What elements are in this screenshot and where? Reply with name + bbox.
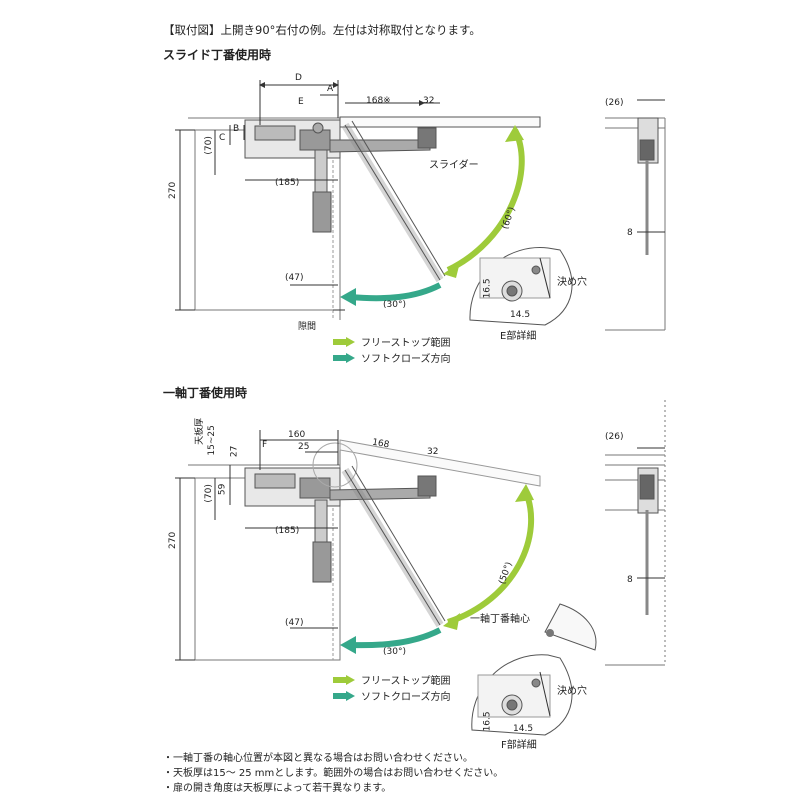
dim-top-range: 15~25 [206, 425, 217, 456]
dim-70-2: (70) [203, 484, 214, 503]
dim-47: (47) [285, 273, 304, 283]
free-stop-arrow-icon [333, 336, 355, 347]
legend-soft-close-label: ソフトクローズ方向 [361, 354, 451, 365]
dim-185-2: (185) [275, 526, 300, 536]
soft-close-arc-1 [349, 282, 442, 302]
axis-label: 一軸丁番軸心 [470, 614, 530, 625]
soft-close-arrow-icon [333, 690, 355, 701]
free-stop-arc-2 [447, 488, 535, 625]
detail-f [471, 654, 573, 736]
dim-168: 168※ [366, 96, 391, 106]
detail-e-caption: E部詳細 [500, 331, 537, 342]
legend-free-stop-label: フリーストップ範囲 [361, 338, 451, 349]
top-board [339, 116, 541, 128]
note-1: ・一軸丁番の軸心位置が本図と異なる場合はお問い合わせください。 [163, 753, 473, 764]
angle-30: (30°) [383, 300, 406, 310]
detail-e-145: 14.5 [510, 310, 531, 320]
dim-59: 59 [217, 483, 228, 496]
note-2: ・天板厚は15～ 25 mmとします。範囲外の場合はお問い合わせください。 [163, 768, 504, 779]
detail-e-hole: 決め穴 [557, 277, 587, 288]
arm [329, 139, 431, 153]
dim-270-2: 270 [168, 531, 179, 549]
dim-185: (185) [275, 178, 300, 188]
section2-title: 一軸丁番使用時 [163, 386, 248, 400]
top-board-2 [339, 439, 541, 487]
gap-label: 隙間 [298, 322, 317, 332]
section1-title: スライド丁番使用時 [163, 48, 272, 62]
angle-30-2: (30°) [383, 647, 406, 657]
detail-e [469, 247, 573, 326]
free-stop-arrow-icon [333, 674, 355, 685]
soft-close-arrow-icon [333, 352, 355, 363]
detail-f-hole: 決め穴 [557, 686, 587, 697]
detail-f-caption: F部詳細 [501, 740, 537, 751]
dim-top-thickness: 天板厚 [195, 417, 206, 445]
note-3: ・扉の開き角度は天板厚によって若干異なります。 [163, 783, 392, 794]
dim-25: 25 [298, 442, 310, 452]
dim-f: F [262, 440, 268, 450]
detail-f-145: 14.5 [513, 724, 534, 734]
dim-32-2: 32 [427, 447, 439, 457]
legend-soft-close-label: ソフトクローズ方向 [361, 692, 451, 703]
dim-26-2: (26) [605, 432, 624, 442]
slider-label: スライダー [429, 160, 479, 171]
dim-70: (70) [203, 136, 214, 155]
dim-47-2: (47) [285, 618, 304, 628]
dim-e: E [298, 97, 304, 107]
dim-8-2: 8 [627, 575, 633, 585]
dim-c: C [219, 133, 226, 143]
section1-drawing [175, 80, 666, 331]
detail-e-165: 16.5 [482, 278, 493, 299]
free-stop-arc-1 [446, 128, 525, 273]
section2-drawing [175, 400, 666, 666]
header-text: 【取付図】上開き90°右付の例。左付は対称取付となります。 [163, 23, 481, 37]
dim-160: 160 [288, 430, 306, 440]
dim-27: 27 [229, 445, 240, 458]
legend-free-stop-1: フリーストップ範囲 [333, 334, 451, 349]
legend-soft-close-2: ソフトクローズ方向 [333, 688, 451, 703]
dim-a: A [327, 84, 334, 94]
dim-d: D [295, 73, 302, 83]
dim-b: B [233, 124, 240, 134]
dim-32: 32 [423, 96, 435, 106]
dim-8: 8 [627, 228, 633, 238]
legend-soft-close-1: ソフトクローズ方向 [333, 350, 451, 365]
dim-270: 270 [168, 181, 179, 199]
dim-26: (26) [605, 98, 624, 108]
legend-free-stop-2: フリーストップ範囲 [333, 672, 451, 687]
legend-free-stop-label: フリーストップ範囲 [361, 676, 451, 687]
detail-f-165: 16.5 [482, 711, 493, 732]
soft-close-arc-2 [349, 627, 442, 649]
